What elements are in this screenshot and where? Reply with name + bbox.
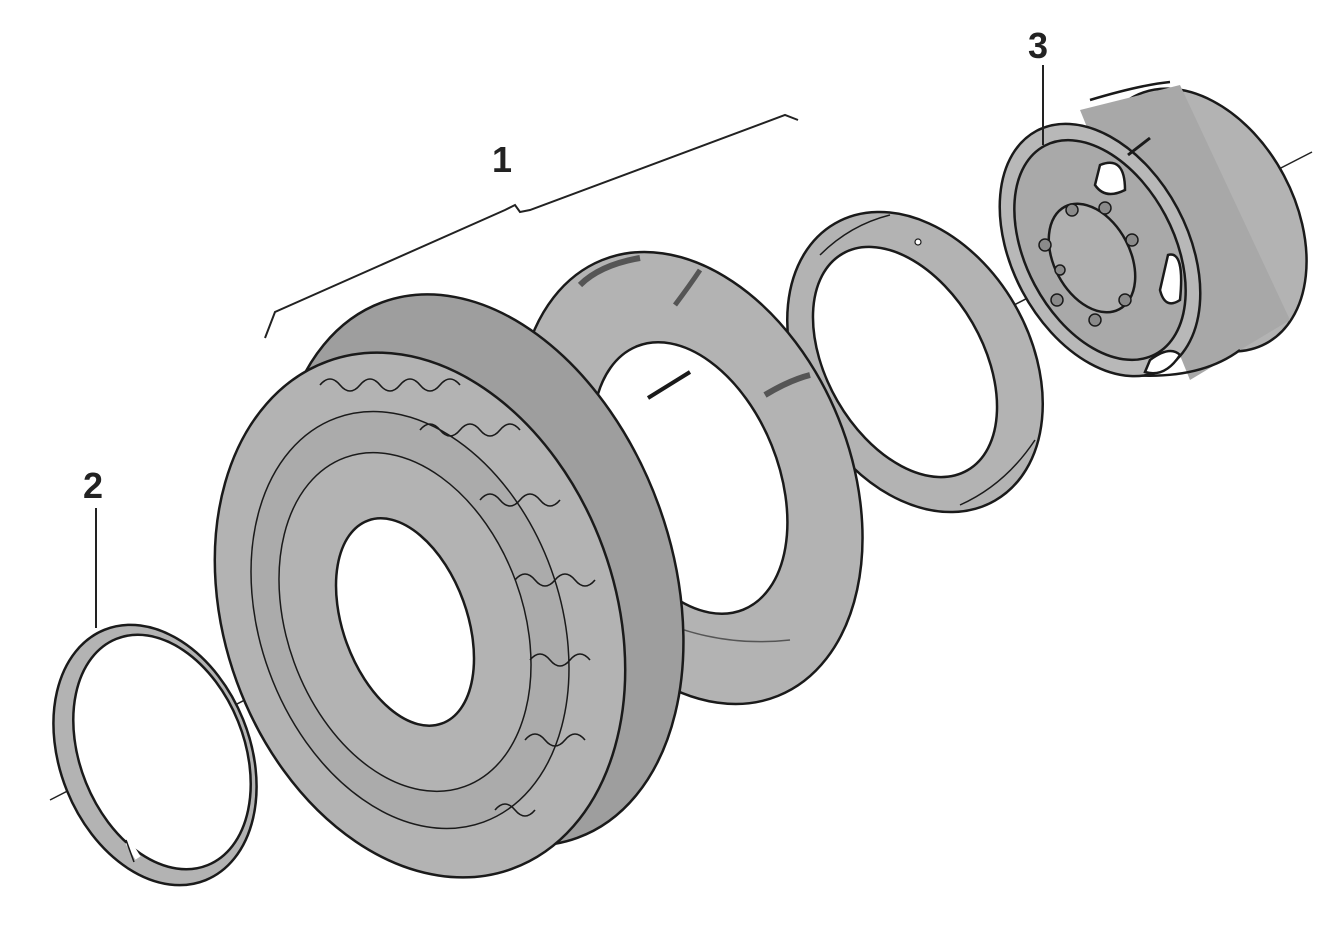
tire — [213, 293, 685, 879]
callout-label-3: 3 — [1028, 25, 1048, 66]
callout-label-2: 2 — [83, 465, 103, 506]
bracket-1 — [264, 113, 799, 339]
lock-ring — [52, 623, 258, 887]
rim-flap — [786, 210, 1044, 514]
callout-label-1: 1 — [492, 139, 512, 180]
callout-leaders — [95, 65, 1044, 628]
wheel-rim — [998, 80, 1308, 380]
